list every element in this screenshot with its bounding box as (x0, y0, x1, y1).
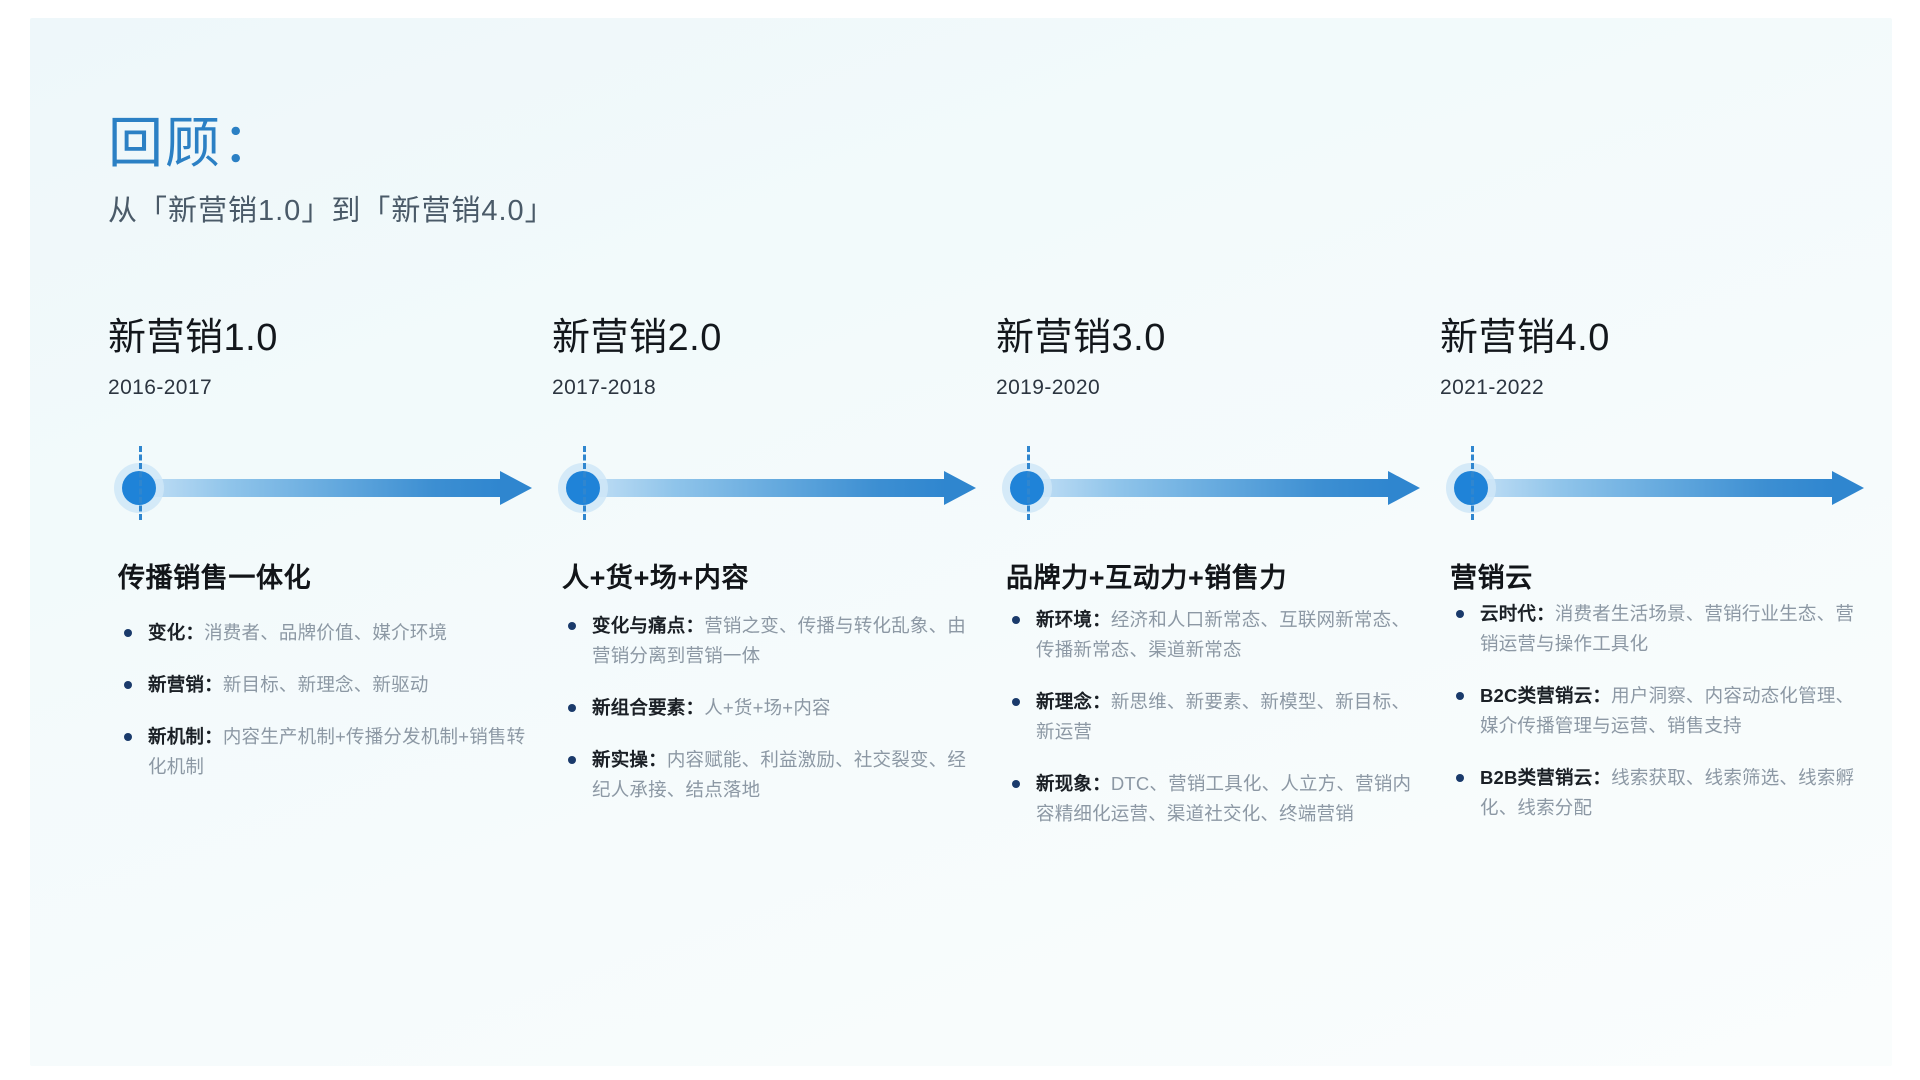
milestone-dashed-line (1471, 446, 1474, 520)
timeline-column: 新营销3.0 2019-2020 品牌力+互动力+销售力 新环境：经济和人口新常… (996, 317, 1436, 824)
phase-name: 新营销2.0 (552, 317, 722, 359)
bullet-label: 变化： (148, 622, 205, 643)
bullet-text: 消费者、品牌价值、媒介环境 (204, 622, 448, 643)
arrow-head-icon (500, 471, 532, 505)
bullet-text: 用户洞察、内容动态化管理、媒介传播管理与运营、销售支持 (1480, 684, 1855, 736)
phase-name: 新营销4.0 (1440, 317, 1610, 359)
timeline-column: 新营销1.0 2016-2017 传播销售一体化 变化：消费者、品牌价值、媒介环… (108, 317, 548, 777)
arrow-head-icon (1388, 471, 1420, 505)
bullet-text: 新目标、新理念、新驱动 (222, 673, 429, 695)
bullet-list: 新环境：经济和人口新常态、互联网新常态、传播新常态、渠道新常态 新理念：新思维、… (1004, 605, 1414, 851)
phase-name: 新营销3.0 (996, 317, 1166, 359)
list-item: B2B类营销云：线索获取、线索筛选、线索孵化、线索分配 (1448, 763, 1858, 823)
bullet-list: 变化与痛点：营销之变、传播与转化乱象、由营销分离到营销一体 新组合要素：人+货+… (560, 611, 970, 827)
arrow-head-icon (1832, 471, 1864, 505)
bullet-text: 消费者生活场景、营销行业生态、营销运营与操作工具化 (1480, 603, 1855, 654)
phase-heading: 营销云 (1450, 563, 1533, 593)
list-item: 新组合要素：人+货+场+内容 (560, 693, 970, 723)
bullet-text: 人+货+场+内容 (704, 696, 831, 718)
bullet-label: B2B类营销云： (1480, 766, 1612, 788)
phase-years: 2016-2017 (108, 375, 213, 399)
bullet-text: 营销之变、传播与转化乱象、由营销分离到营销一体 (592, 615, 967, 666)
list-item: 新理念：新思维、新要素、新模型、新目标、新运营 (1004, 687, 1414, 747)
bullet-label: B2C类营销云： (1480, 684, 1612, 706)
bullet-text: 经济和人口新常态、互联网新常态、传播新常态、渠道新常态 (1036, 609, 1411, 660)
bullet-label: 变化与痛点： (592, 615, 705, 636)
bullet-label: 新营销： (148, 673, 223, 695)
list-item: 新实操：内容赋能、利益激励、社交裂变、经纪人承接、结点落地 (560, 745, 970, 805)
phase-years: 2021-2022 (1440, 375, 1545, 399)
slide-header: 回顾： 从「新营销1.0」到「新营销4.0」 (108, 112, 555, 229)
timeline-arrow (1440, 438, 1880, 528)
bullet-label: 新机制： (148, 725, 223, 747)
list-item: 变化：消费者、品牌价值、媒介环境 (116, 618, 526, 648)
milestone-dashed-line (1027, 446, 1030, 520)
page-title: 回顾： (108, 112, 280, 174)
bullet-text: 内容生产机制+传播分发机制+销售转化机制 (148, 725, 526, 777)
list-item: 新机制：内容生产机制+传播分发机制+销售转化机制 (116, 722, 526, 782)
phase-name: 新营销1.0 (108, 317, 278, 359)
phase-years: 2017-2018 (552, 375, 657, 399)
bullet-text: 新思维、新要素、新模型、新目标、新运营 (1036, 690, 1411, 742)
bullet-list: 变化：消费者、品牌价值、媒介环境 新营销：新目标、新理念、新驱动 新机制：内容生… (116, 618, 526, 804)
timeline-column: 新营销2.0 2017-2018 人+货+场+内容 变化与痛点：营销之变、传播与… (552, 317, 992, 800)
phase-heading: 传播销售一体化 (118, 563, 312, 593)
bullet-label: 新环境： (1036, 609, 1111, 630)
list-item: 新现象：DTC、营销工具化、人立方、营销内容精细化运营、渠道社交化、终端营销 (1004, 769, 1414, 829)
bullet-label: 新现象： (1036, 772, 1111, 794)
bullet-label: 新理念： (1036, 690, 1111, 712)
bullet-list: 云时代：消费者生活场景、营销行业生态、营销运营与操作工具化 B2C类营销云：用户… (1448, 599, 1858, 845)
list-item: 新营销：新目标、新理念、新驱动 (116, 670, 526, 700)
timeline-column: 新营销4.0 2021-2022 营销云 云时代：消费者生活场景、营销行业生态、… (1440, 317, 1880, 818)
bullet-text: 线索获取、线索筛选、线索孵化、线索分配 (1480, 766, 1855, 818)
bullet-text: DTC、营销工具化、人立方、营销内容精细化运营、渠道社交化、终端营销 (1036, 772, 1412, 824)
milestone-dashed-line (583, 446, 586, 520)
arrow-shaft (598, 479, 946, 497)
timeline-arrow (552, 438, 992, 528)
milestone-dashed-line (139, 446, 142, 520)
arrow-shaft (1486, 479, 1834, 497)
phase-heading: 人+货+场+内容 (562, 563, 750, 593)
arrow-shaft (154, 479, 502, 497)
timeline-arrow (996, 438, 1436, 528)
bullet-label: 新组合要素： (592, 696, 705, 718)
page-subtitle: 从「新营销1.0」到「新营销4.0」 (108, 194, 555, 227)
list-item: 新环境：经济和人口新常态、互联网新常态、传播新常态、渠道新常态 (1004, 605, 1414, 665)
timeline-arrow (108, 438, 548, 528)
list-item: B2C类营销云：用户洞察、内容动态化管理、媒介传播管理与运营、销售支持 (1448, 681, 1858, 741)
slide-canvas: 回顾： 从「新营销1.0」到「新营销4.0」 新营销1.0 2016-2017 … (30, 18, 1892, 1066)
list-item: 云时代：消费者生活场景、营销行业生态、营销运营与操作工具化 (1448, 599, 1858, 659)
bullet-label: 新实操： (592, 748, 667, 770)
arrow-shaft (1042, 479, 1390, 497)
phase-heading: 品牌力+互动力+销售力 (1006, 563, 1288, 593)
phase-years: 2019-2020 (996, 375, 1101, 399)
arrow-head-icon (944, 471, 976, 505)
timeline: 新营销1.0 2016-2017 传播销售一体化 变化：消费者、品牌价值、媒介环… (30, 317, 1892, 958)
list-item: 变化与痛点：营销之变、传播与转化乱象、由营销分离到营销一体 (560, 611, 970, 671)
bullet-label: 云时代： (1480, 603, 1555, 624)
bullet-text: 内容赋能、利益激励、社交裂变、经纪人承接、结点落地 (592, 748, 967, 800)
